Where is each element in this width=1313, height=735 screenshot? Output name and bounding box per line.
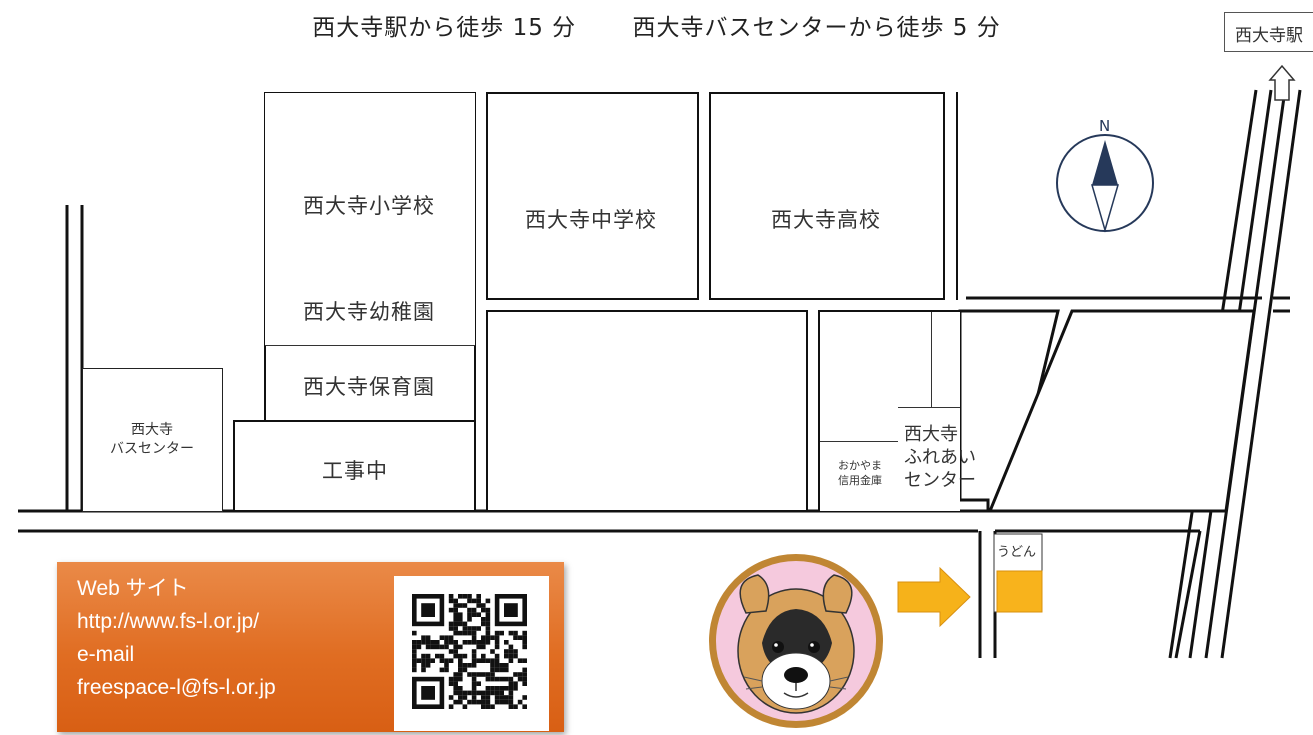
web-info-panel: Web サイト http://www.fs-l.or.jp/ e-mail fr… — [57, 562, 564, 732]
station-sign-label: 西大寺駅 — [1235, 26, 1303, 46]
block-fureai-divider — [931, 312, 932, 408]
block-bus-center — [82, 368, 223, 512]
compass-icon — [1056, 134, 1154, 233]
web-info-text: Web サイト http://www.fs-l.or.jp/ e-mail fr… — [77, 572, 276, 704]
access-info: 西大寺駅から徒歩 15 分 西大寺バスセンターから徒歩 5 分 — [0, 8, 1313, 42]
block-high-school — [709, 92, 945, 300]
label-fureai-line3: センター — [904, 470, 976, 491]
label-construction: 工事中 — [322, 459, 388, 483]
destination-arrow-icon — [897, 566, 971, 628]
qr-code[interactable] — [394, 576, 549, 731]
label-fureai-line1: 西大寺 — [904, 424, 958, 445]
block-okayama-bank — [820, 441, 899, 511]
station-sign: 西大寺駅 — [1224, 12, 1313, 52]
label-bus-center: 西大寺 バスセンター — [92, 421, 212, 459]
email-label: e-mail — [77, 643, 135, 666]
block-diag-1 — [958, 309, 1060, 513]
label-nursery: 西大寺保育園 — [303, 375, 435, 399]
label-middle-school: 西大寺中学校 — [525, 208, 657, 232]
qr-code-icon — [412, 594, 527, 709]
label-high-school: 西大寺高校 — [771, 208, 881, 232]
north-arrow-to-station — [1268, 64, 1296, 101]
block-construction — [233, 420, 476, 512]
label-okayama-line1: おかやま — [838, 459, 882, 472]
block-northeast — [956, 92, 966, 300]
block-elementary-school — [265, 93, 475, 271]
block-fureai — [898, 407, 960, 511]
web-site-url[interactable]: http://www.fs-l.or.jp/ — [77, 610, 260, 633]
label-udon: うどん — [997, 545, 1037, 560]
label-okayama-line2: 信用金庫 — [838, 474, 882, 487]
label-okayama-bank: おかやま 信用金庫 — [823, 458, 897, 488]
label-fureai: 西大寺 ふれあい センター — [904, 423, 976, 492]
label-bus-center-line2: バスセンター — [110, 441, 194, 457]
block-diag-2 — [987, 309, 1256, 513]
label-fureai-line2: ふれあい — [904, 447, 976, 468]
block-kindergarten — [265, 270, 475, 346]
block-middle-school — [486, 92, 699, 300]
label-bus-center-line1: 西大寺 — [131, 422, 173, 438]
label-kindergarten: 西大寺幼稚園 — [303, 300, 435, 324]
web-site-heading: Web サイト — [77, 577, 189, 600]
label-elementary-school: 西大寺小学校 — [303, 194, 435, 218]
email-address[interactable]: freespace-l@fs-l.or.jp — [77, 676, 276, 699]
destination-marker — [996, 570, 1043, 613]
dog-logo-icon — [709, 554, 883, 728]
compass-north-label: N — [1099, 117, 1110, 135]
access-from-bus-center: 西大寺バスセンターから徒歩 5 分 — [632, 15, 1001, 41]
block-center — [486, 310, 808, 512]
access-from-station: 西大寺駅から徒歩 15 分 — [312, 15, 577, 41]
